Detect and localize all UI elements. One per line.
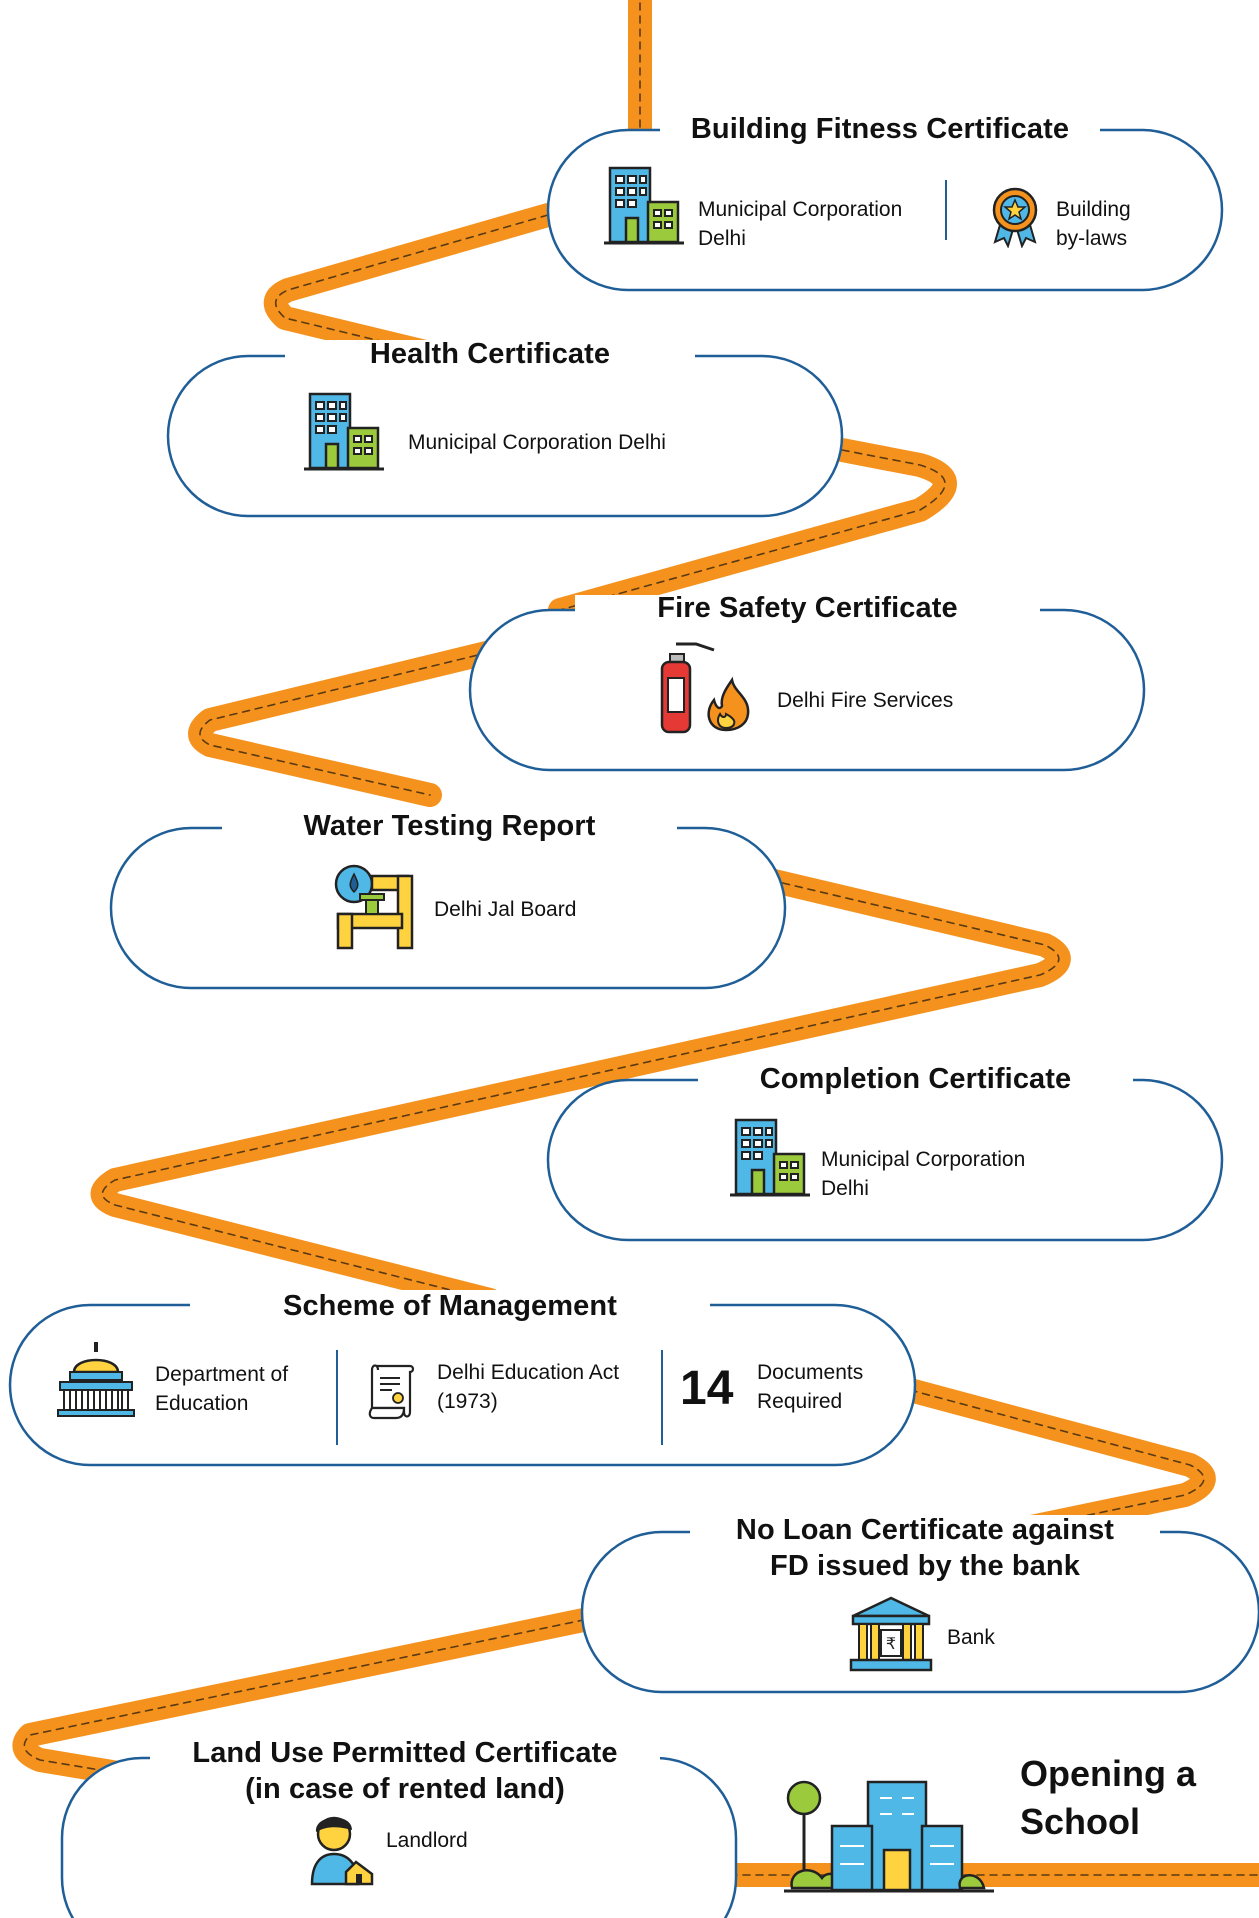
fire-extinguisher-icon: [660, 642, 750, 734]
label-building-bylaws: Building by-laws: [1056, 198, 1131, 250]
label-landlord: Landlord: [386, 1829, 468, 1852]
label-municipal-corporation: Municipal Corporation Delhi: [821, 1148, 1026, 1200]
document-certificate-icon: [368, 1364, 415, 1420]
label-municipal-corporation: Municipal Corporation Delhi: [408, 431, 666, 454]
school-building-icon: [784, 1780, 994, 1893]
label-delhi-fire-services: Delhi Fire Services: [777, 689, 954, 712]
step-title-building-fitness: Building Fitness Certificate: [690, 113, 1070, 145]
step-title-health: Health Certificate: [369, 338, 611, 370]
water-pipe-icon: [334, 864, 414, 950]
svg-text:₹: ₹: [886, 1634, 896, 1653]
label-bank: Bank: [947, 1626, 995, 1649]
final-title: Opening a School: [1020, 1753, 1197, 1842]
step-title-land-use: Land Use Permitted Certificate (in case …: [192, 1737, 618, 1805]
badge-award-icon: [992, 187, 1038, 248]
label-delhi-education-act: Delhi Education Act (1973): [437, 1361, 620, 1413]
label-department-of-education: Department of Education: [155, 1363, 289, 1415]
municipal-building-icon: [604, 166, 684, 245]
step-title-scheme: Scheme of Management: [283, 1290, 617, 1322]
bank-icon: ₹: [849, 1596, 933, 1672]
step-title-fire-safety: Fire Safety Certificate: [657, 592, 958, 624]
step-title-water-testing: Water Testing Report: [303, 810, 596, 842]
capitol-dome-icon: [57, 1342, 135, 1417]
label-delhi-jal-board: Delhi Jal Board: [434, 898, 577, 921]
label-municipal-corporation: Municipal Corporation Delhi: [698, 198, 903, 250]
documents-required-label: Documents Required: [757, 1361, 864, 1413]
step-title-completion: Completion Certificate: [759, 1063, 1072, 1095]
step-title-no-loan: No Loan Certificate against FD issued by…: [735, 1514, 1115, 1582]
municipal-building-icon: [304, 392, 384, 471]
municipal-building-icon: [730, 1118, 810, 1197]
documents-count: 14: [680, 1362, 734, 1415]
landlord-person-icon: [310, 1816, 374, 1886]
